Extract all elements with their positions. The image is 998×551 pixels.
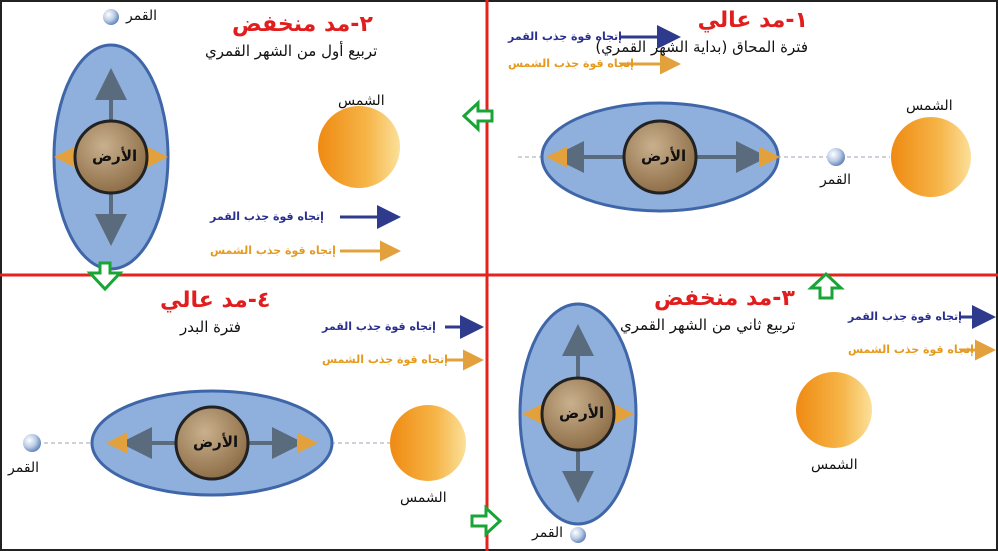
earth-icon [622, 119, 698, 195]
earth-icon [174, 405, 250, 481]
moon-sphere-icon [827, 148, 845, 166]
panel-1-subtitle: فترة المحاق (بداية الشهر القمري) [595, 38, 808, 56]
panel-2-legend-moon: إتجاه قوة جذب القمر [210, 210, 324, 223]
sun-sphere-icon [318, 106, 400, 188]
earth-icon [73, 119, 149, 195]
panel-1-legend-moon: إتجاه قوة جذب القمر [508, 30, 622, 43]
moon-sphere-icon [570, 527, 586, 543]
panel-3-earth-label: الأرض [559, 404, 605, 422]
sun-sphere-icon [891, 117, 971, 197]
panel-4-graphics [23, 315, 484, 497]
panel-3-legend-moon: إتجاه قوة جذب القمر [848, 310, 962, 323]
panel-4-sun-label: الشمس [400, 490, 447, 506]
panel-4-earth-label: الأرض [193, 433, 239, 451]
panel-3-subtitle: تربيع ثاني من الشهر القمري [620, 316, 796, 334]
panel-4-legend-sun: إتجاه قوة جذب الشمس [322, 353, 448, 366]
panel-1-moon-label: القمر [820, 172, 852, 188]
panel-1-sun-label: الشمس [906, 98, 953, 114]
panel-1-earth-label: الأرض [641, 147, 687, 165]
green-hollow-arrow-icon [86, 261, 124, 292]
sun-sphere-icon [796, 372, 872, 448]
panel-3-legend-sun: إتجاه قوة جذب الشمس [848, 343, 974, 356]
green-hollow-arrow-icon [461, 99, 494, 133]
panel-1-legend-sun: إتجاه قوة جذب الشمس [508, 57, 634, 70]
panel-2-earth-label: الأرض [92, 147, 138, 165]
panel-1-title: ١-مد عالي [697, 8, 808, 33]
panel-2-subtitle: تربيع أول من الشهر القمري [205, 42, 378, 60]
panel-2-graphics [52, 9, 401, 271]
panel-4-title: ٤-مد عالي [160, 288, 271, 313]
panel-4-legend-moon: إتجاه قوة جذب القمر [322, 320, 436, 333]
panel-4-moon-label: القمر [8, 460, 40, 476]
panel-3-graphics [518, 302, 996, 543]
panel-2-legend-sun: إتجاه قوة جذب الشمس [210, 244, 336, 257]
panel-2-title: ٢-مد منخفض [232, 12, 373, 37]
sun-sphere-icon [390, 405, 466, 481]
panel-3-sun-label: الشمس [811, 457, 858, 473]
panel-4-subtitle: فترة البدر [180, 318, 241, 336]
green-hollow-arrow-icon [807, 271, 845, 300]
panel-1-graphics [518, 25, 971, 213]
moon-sphere-icon [23, 434, 41, 452]
panel-2-sun-label: الشمس [338, 93, 385, 109]
moon-sphere-icon [103, 9, 119, 25]
green-hollow-arrow-icon [470, 504, 503, 538]
panel-3-title: ٣-مد منخفض [654, 286, 795, 311]
panel-3-moon-label: القمر [532, 525, 564, 541]
earth-icon [540, 376, 616, 452]
panel-2-moon-label: القمر [126, 8, 158, 24]
